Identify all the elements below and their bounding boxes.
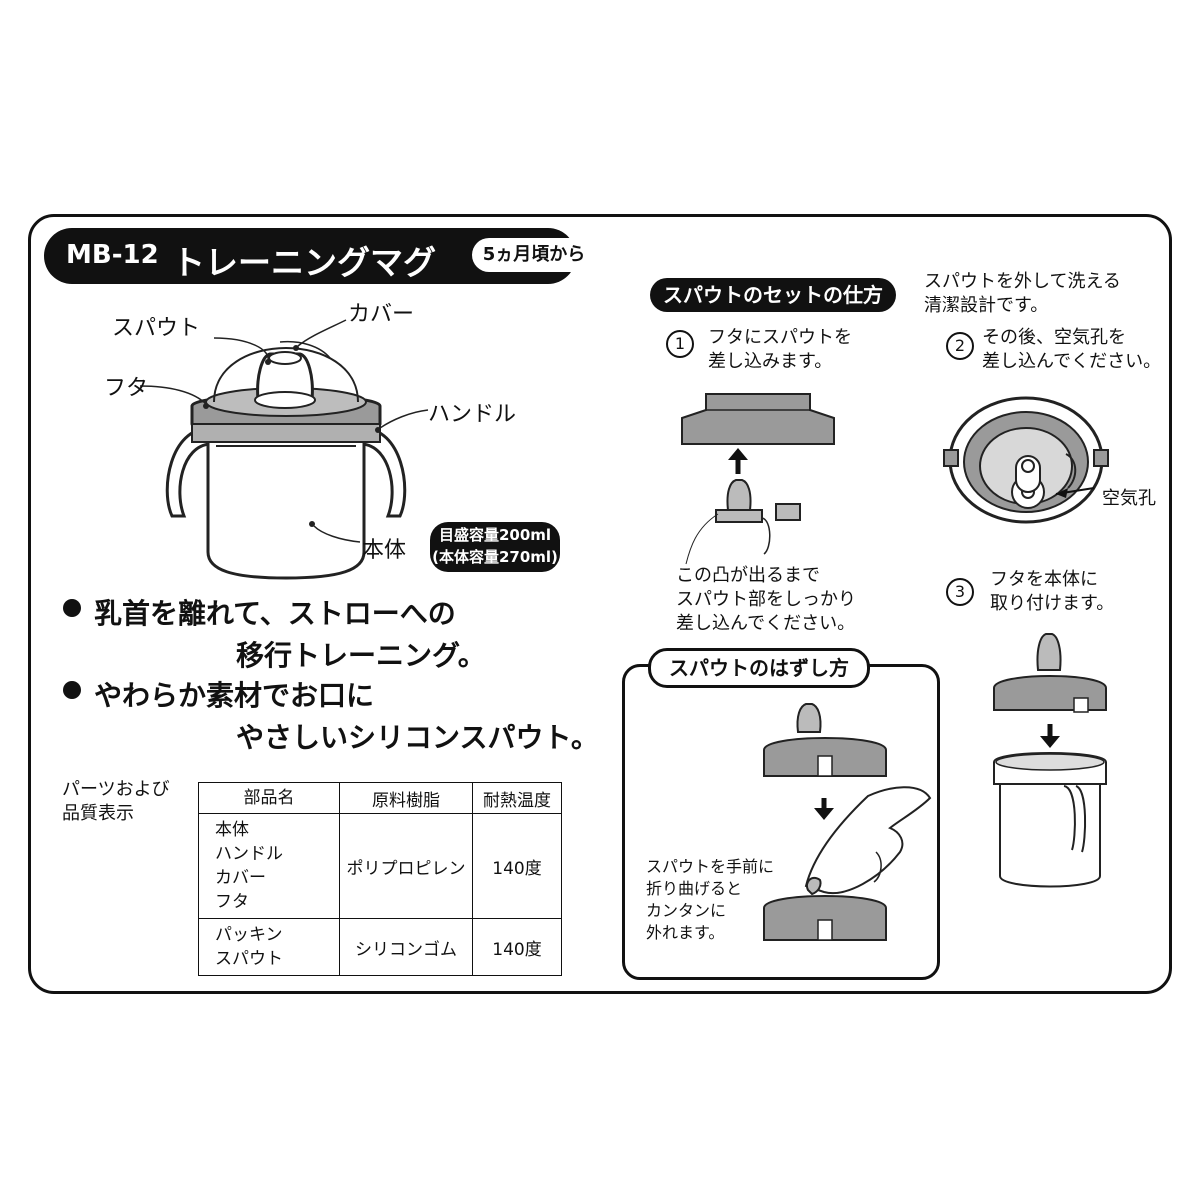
removal-line-2: 折り曲げると: [646, 879, 743, 898]
part-name: スパウト: [215, 949, 283, 969]
set-section-title: スパウトのセットの仕方: [650, 278, 896, 312]
part-name: フタ: [215, 892, 249, 912]
washable-note: スパウトを外して洗える 清潔設計です。: [924, 270, 1121, 318]
step-1-illustration: [681, 393, 835, 565]
label-lid: フタ: [104, 376, 149, 401]
capacity-line-1: 目盛容量200ml: [438, 526, 552, 544]
step-3-line-2: 取り付けます。: [990, 593, 1115, 614]
label-body: 本体: [362, 538, 407, 563]
removal-text: スパウトを手前に 折り曲げると カンタンに 外れます。: [646, 856, 774, 944]
step-1-number: 1: [666, 330, 694, 358]
label-spout: スパウト: [112, 316, 201, 341]
parts-table: 部品名 原料樹脂 耐熱温度 本体 ハンドル カバー フタ ポリプロピレン 140…: [198, 782, 562, 976]
parts-cell: 本体 ハンドル カバー フタ: [198, 813, 340, 919]
capacity-line-2: (本体容量270ml): [432, 548, 558, 566]
step-1-line-2: 差し込みます。: [708, 351, 833, 372]
label-handle: ハンドル: [428, 402, 517, 427]
header-part-name: 部品名: [198, 782, 340, 814]
material-cell: シリコンゴム: [339, 918, 473, 976]
step-2-illustration: [943, 396, 1109, 524]
heat-cell: 140度: [472, 813, 562, 919]
age-badge: 5ヵ月頃から: [472, 238, 596, 272]
air-hole-label: 空気孔: [1102, 488, 1156, 509]
step-3-number: 3: [946, 578, 974, 606]
capacity-badge: 目盛容量200ml (本体容量270ml): [430, 522, 560, 572]
washable-line-1: スパウトを外して洗える: [924, 271, 1121, 292]
note-line-3: 差し込んでください。: [676, 613, 856, 634]
model-number: MB-12: [66, 240, 159, 270]
washable-line-2: 清潔設計です。: [924, 295, 1049, 316]
mug-illustration: [139, 319, 429, 580]
removal-line-4: 外れます。: [646, 923, 725, 942]
label-cover: カバー: [348, 302, 415, 327]
parts-caption: パーツおよび 品質表示: [62, 778, 170, 826]
heat-cell: 140度: [472, 918, 562, 976]
step-2-line-1: その後、空気孔を: [982, 327, 1126, 348]
note-line-2: スパウト部をしっかり: [676, 589, 856, 610]
bullet-icon: [63, 599, 81, 617]
step-1-text: フタにスパウトを 差し込みます。: [708, 326, 852, 374]
bullet-icon: [63, 681, 81, 699]
feature-2-line-1: やわらか素材でお口に: [94, 679, 375, 712]
step-1-line-1: フタにスパウトを: [708, 327, 852, 348]
header-heat: 耐熱温度: [472, 782, 562, 814]
parts-caption-line-1: パーツおよび: [62, 779, 170, 800]
part-name: ハンドル: [215, 844, 283, 864]
table-row: 本体 ハンドル カバー フタ ポリプロピレン 140度: [198, 813, 562, 919]
part-name: 本体: [215, 820, 249, 840]
note-line-1: この凸が出るまで: [676, 565, 820, 586]
feature-1-line-2: 移行トレーニング。: [236, 639, 486, 672]
feature-2-line-2: やさしいシリコンスパウト。: [236, 721, 599, 754]
step-2-line-2: 差し込んでください。: [982, 351, 1162, 372]
title-bar: MB-12 トレーニングマグ 5ヵ月頃から: [44, 228, 596, 284]
table-header-row: 部品名 原料樹脂 耐熱温度: [198, 782, 562, 814]
parts-cell: パッキン スパウト: [198, 918, 340, 976]
part-name: カバー: [215, 868, 266, 888]
table-row: パッキン スパウト シリコンゴム 140度: [198, 918, 562, 976]
step-3-illustration: [993, 633, 1107, 888]
instruction-card: [28, 214, 1172, 994]
material-cell: ポリプロピレン: [339, 813, 473, 919]
step-2-text: その後、空気孔を 差し込んでください。: [982, 326, 1161, 374]
removal-line-3: カンタンに: [646, 901, 727, 920]
part-name: パッキン: [215, 925, 283, 945]
step-3-line-1: フタを本体に: [990, 569, 1098, 590]
header-material: 原料樹脂: [339, 782, 473, 814]
feature-1-line-1: 乳首を離れて、ストローへの: [94, 597, 456, 630]
removal-section-title: スパウトのはずし方: [648, 648, 870, 688]
removal-line-1: スパウトを手前に: [646, 857, 775, 876]
step-3-text: フタを本体に 取り付けます。: [990, 568, 1114, 616]
product-name: トレーニングマグ: [172, 243, 436, 282]
step-2-number: 2: [946, 332, 974, 360]
step-1-note: この凸が出るまで スパウト部をしっかり 差し込んでください。: [676, 564, 856, 636]
parts-caption-line-2: 品質表示: [62, 803, 134, 824]
removal-illustration: [763, 703, 932, 941]
